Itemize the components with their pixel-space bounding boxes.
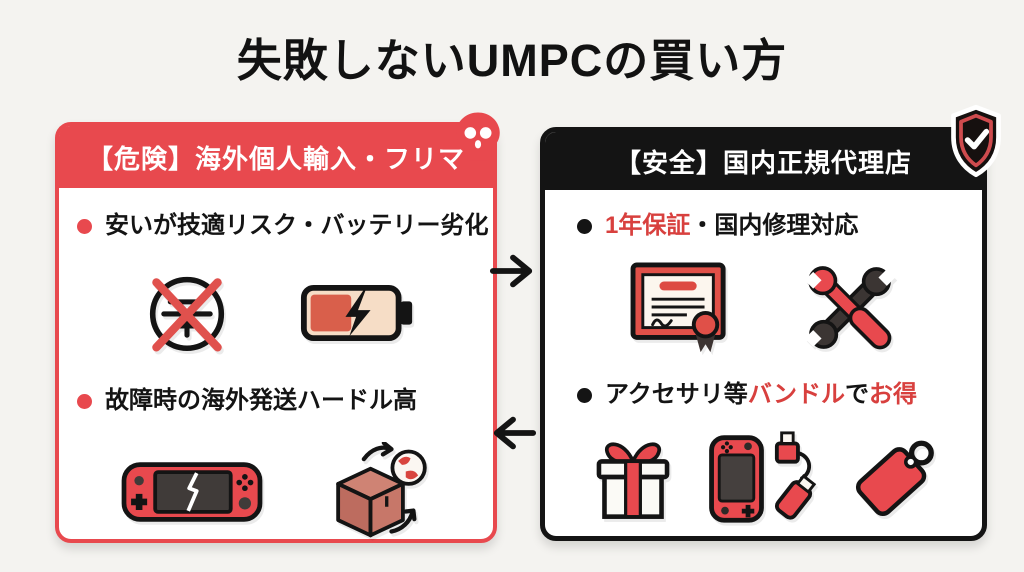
- safe-point-1: 1年保証・国内修理対応: [545, 212, 982, 241]
- bullet-dot: [577, 218, 592, 234]
- battery-low-icon: [300, 281, 416, 345]
- danger-point-1-text: 安いが技適リスク・バッテリー劣化: [105, 212, 489, 239]
- bullet-dot: [77, 218, 92, 234]
- skull-icon: [449, 108, 507, 166]
- bullet-dot: [577, 387, 592, 403]
- safe-point-2: アクセサリ等バンドルでお得: [545, 381, 982, 410]
- safe-icons-2: [545, 428, 982, 528]
- danger-point-2: 故障時の海外発送ハードル高: [59, 387, 493, 416]
- safe-point-2-text: アクセサリ等バンドルでお得: [605, 380, 918, 408]
- repair-tools-icon: [800, 258, 900, 358]
- page-title: 失敗しないUMPCの買い方: [236, 35, 788, 86]
- danger-panel-body: 安いが技適リスク・バッテリー劣化: [59, 188, 493, 542]
- danger-panel-title: 【危険】海外個人輸入・フリマ: [86, 143, 465, 174]
- danger-panel-header: 【危険】海外個人輸入・フリマ: [59, 126, 493, 188]
- arrow-right-icon: [489, 251, 535, 291]
- gift-icon: [587, 433, 679, 523]
- price-tag-icon: [843, 431, 941, 525]
- danger-point-1: 安いが技適リスク・バッテリー劣化: [59, 212, 493, 241]
- danger-panel: 【危険】海外個人輸入・フリマ 安いが技適リスク・バッテリー劣化: [55, 112, 500, 543]
- console-accessory-icon: [705, 430, 817, 526]
- safe-panel-title: 【安全】国内正規代理店: [614, 147, 912, 178]
- certificate-icon: [628, 260, 736, 356]
- danger-point-2-text: 故障時の海外発送ハードル高: [105, 386, 417, 414]
- broken-console-icon: [121, 458, 263, 526]
- safe-point-1-text: 1年保証・国内修理対応: [605, 212, 859, 239]
- overseas-shipping-icon: [311, 440, 431, 542]
- no-certification-icon: [136, 262, 238, 364]
- shield-check-icon: [946, 102, 1006, 180]
- danger-icons-2: [59, 440, 493, 542]
- danger-icons-1: [59, 263, 493, 363]
- safe-panel-header: 【安全】国内正規代理店: [545, 132, 982, 190]
- safe-icons-1: [545, 257, 982, 359]
- safe-panel: 【安全】国内正規代理店 1年保証・国内修理対応: [540, 104, 1001, 541]
- safe-panel-body: 1年保証・国内修理対応: [545, 190, 982, 528]
- bullet-dot: [77, 393, 92, 409]
- arrow-left-icon: [491, 413, 537, 453]
